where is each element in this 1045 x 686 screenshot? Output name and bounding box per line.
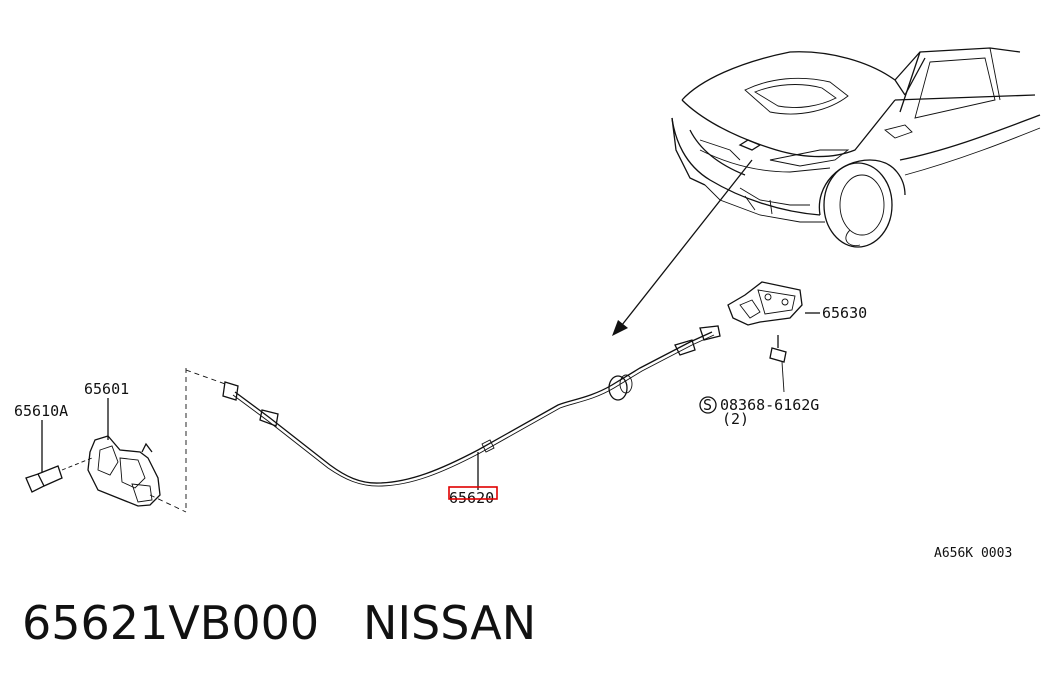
label-65610a: 65610A	[14, 402, 68, 420]
part-title: 65621VB000 NISSAN	[22, 596, 536, 650]
location-arrow	[612, 159, 753, 336]
vehicle-illustration	[671, 47, 1041, 248]
bolt-65610a	[25, 420, 93, 493]
bracket-65630	[727, 281, 820, 326]
part-number: 65621VB000	[22, 596, 320, 650]
label-screw-code: 08368-6162G	[720, 396, 819, 414]
label-65601: 65601	[84, 380, 129, 398]
release-cable-65620	[222, 325, 721, 490]
highlight-box	[448, 486, 498, 500]
drawing-code: A656K 0003	[934, 546, 1012, 561]
release-handle-65601	[87, 398, 161, 507]
brand-name: NISSAN	[363, 596, 537, 650]
screw-prefix-symbol: S	[703, 396, 712, 414]
label-screw-qty: (2)	[722, 410, 749, 428]
label-65630: 65630	[822, 304, 867, 322]
screw-08368	[699, 335, 787, 414]
dashed-guide	[149, 368, 229, 513]
label-65620: 65620	[449, 489, 494, 507]
